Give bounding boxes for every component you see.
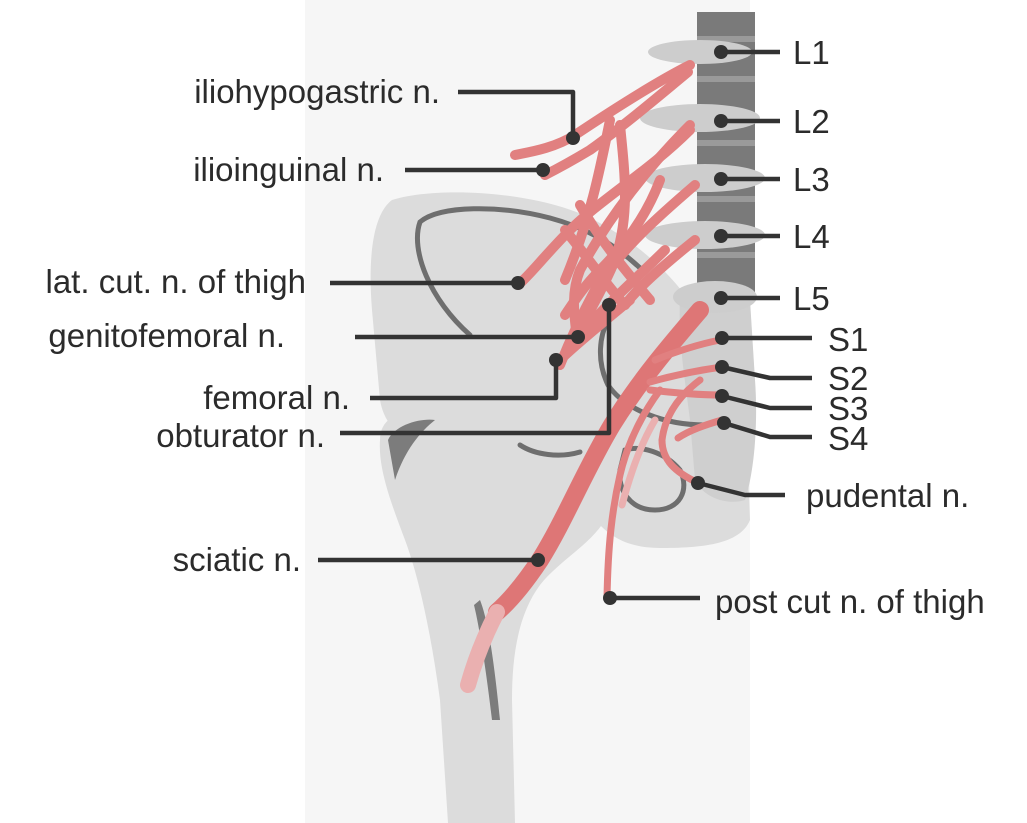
dot-sciatic — [531, 553, 545, 567]
label-genitofemoral: genitofemoral n. — [48, 317, 285, 354]
dot-genitofemoral — [571, 330, 585, 344]
label-iliohypogastric: iliohypogastric n. — [194, 73, 440, 110]
disc — [697, 252, 755, 258]
label-obturator: obturator n. — [156, 417, 325, 454]
dot-s3 — [715, 389, 729, 403]
label-sciatic: sciatic n. — [173, 541, 301, 578]
dot-l2 — [714, 114, 728, 128]
label-s1: S1 — [828, 321, 868, 358]
dot-lat-cut — [511, 276, 525, 290]
label-l2: L2 — [793, 103, 830, 140]
dot-femoral — [549, 353, 563, 367]
label-femoral: femoral n. — [203, 379, 350, 416]
dot-ilioinguinal — [536, 163, 550, 177]
transverse-process-l2 — [640, 104, 760, 132]
label-l3: L3 — [793, 161, 830, 198]
dot-l3 — [714, 172, 728, 186]
vertebra-top — [697, 12, 755, 36]
dot-l4 — [714, 229, 728, 243]
label-pudental: pudental n. — [806, 477, 969, 514]
disc — [697, 76, 755, 82]
label-ilioinguinal: ilioinguinal n. — [193, 151, 384, 188]
dot-s2 — [715, 360, 729, 374]
dot-post-cut — [603, 591, 617, 605]
disc — [697, 196, 755, 202]
dot-s1 — [715, 331, 729, 345]
dot-iliohypogastric — [566, 131, 580, 145]
label-lat-cut: lat. cut. n. of thigh — [46, 263, 307, 300]
dot-pudental — [691, 476, 705, 490]
label-l1: L1 — [793, 34, 830, 71]
dot-obturator — [602, 298, 616, 312]
dot-s4 — [717, 416, 731, 430]
dot-l1 — [714, 45, 728, 59]
disc — [697, 140, 755, 146]
label-l5: L5 — [793, 280, 830, 317]
label-s4: S4 — [828, 420, 868, 457]
label-l4: L4 — [793, 218, 830, 255]
dot-l5 — [714, 291, 728, 305]
label-post-cut: post cut n. of thigh — [715, 583, 985, 620]
